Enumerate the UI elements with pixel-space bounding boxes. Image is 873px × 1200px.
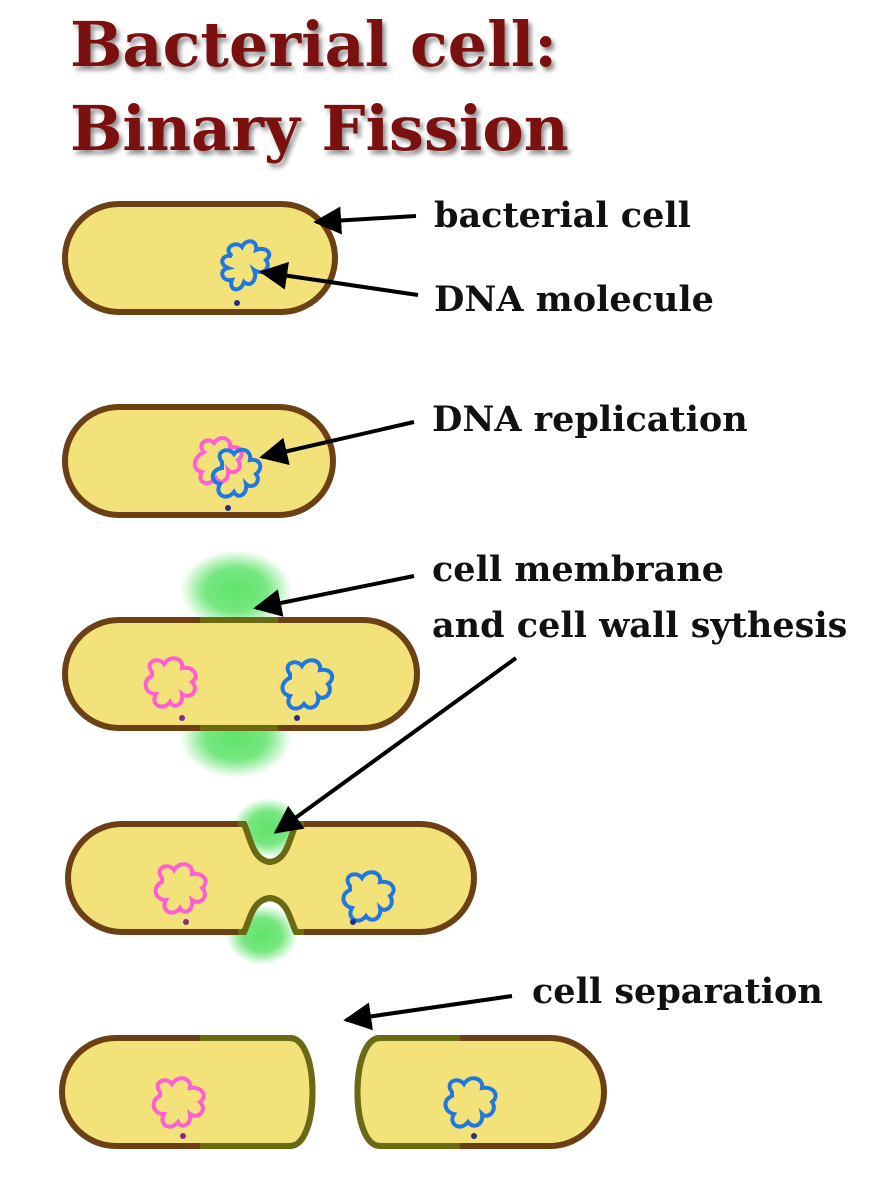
- dna-molecule-blue: [220, 239, 272, 292]
- dna-original-blue: [210, 447, 263, 499]
- arrow-membrane-septum: [273, 656, 518, 834]
- daughter-cell-left: [59, 1035, 316, 1149]
- arrow-bacterial-cell: [313, 206, 417, 235]
- stage-1-cell: [62, 201, 338, 315]
- dna-original-blue: [280, 658, 335, 711]
- arrow-cell-separation: [343, 994, 513, 1031]
- stage-2-cell: [62, 404, 336, 518]
- dna-copy-pink: [153, 862, 208, 915]
- label-cell-membrane: cell membrane: [432, 549, 724, 590]
- dna-copy-pink: [151, 1076, 206, 1129]
- daughter-cell-right: [354, 1035, 607, 1149]
- label-dna-molecule: DNA molecule: [434, 279, 714, 320]
- label-cell-separation: cell separation: [532, 971, 823, 1012]
- dna-original-blue: [341, 870, 396, 923]
- dna-original-blue: [443, 1076, 498, 1129]
- stage-5-cells: [59, 1035, 607, 1149]
- label-dna-replication: DNA replication: [432, 399, 748, 440]
- label-bacterial-cell: bacterial cell: [434, 195, 691, 236]
- arrow-membrane-top: [253, 574, 415, 617]
- title-line-1: Bacterial cell:: [70, 8, 558, 81]
- stage-3-cell: [62, 550, 420, 778]
- arrow-dna-molecule: [259, 261, 419, 297]
- title-line-2: Binary Fission: [70, 92, 569, 165]
- stage-4-cell: [65, 798, 477, 965]
- dna-copy-pink: [192, 436, 244, 486]
- dna-copy-pink: [143, 656, 198, 709]
- label-cell-wall-synthesis: and cell wall sythesis: [432, 605, 848, 646]
- arrow-dna-replication: [259, 420, 415, 465]
